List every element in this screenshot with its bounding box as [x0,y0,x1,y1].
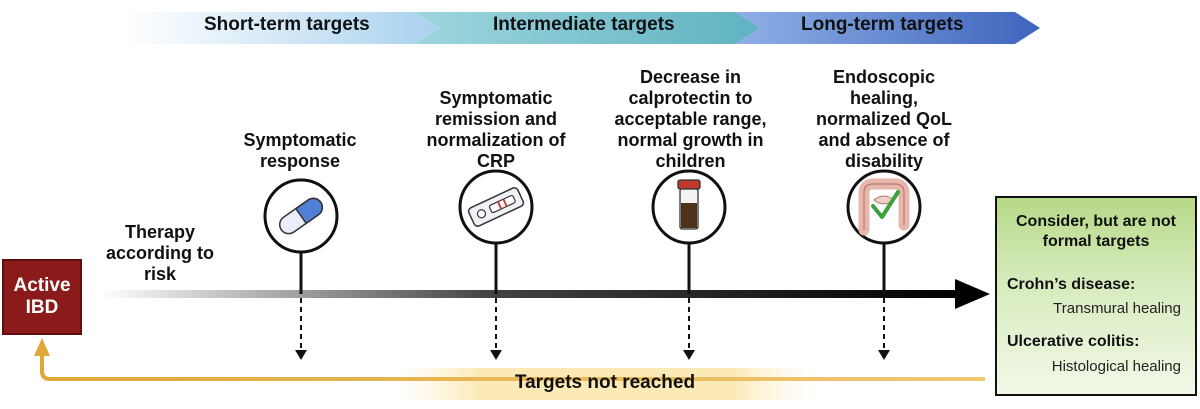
condition-crohns: Crohn’s disease: [1007,276,1136,293]
target-histological-healing: Histological healing [1051,358,1181,375]
therapy-label: Therapy according to risk [105,222,214,284]
phase-label-short-term: Short-term targets [204,14,370,35]
active-ibd-box: Active IBD [2,259,82,335]
target-label-4: Endoscopic healing, normalized QoL and a… [815,67,952,171]
phase-label-long-term: Long-term targets [801,14,964,35]
target-label-1: Symptomatic response [243,130,357,171]
capsule-icon [278,197,324,235]
timeline-line [100,290,960,298]
timeline-arrowhead [955,279,990,309]
targets-not-reached-label: Targets not reached [514,372,696,393]
target-transmural-healing: Transmural healing [1053,300,1181,317]
phase-arrow-short-term [125,12,440,44]
not-reached-highlight [395,368,815,400]
target-label-2: Symptomatic remission and normalization … [426,88,566,171]
stool-sample-jar-icon [677,179,701,230]
test-strip-icon [467,187,525,227]
feedback-arrow [40,352,985,381]
phase-arrow-intermediate [415,12,760,44]
condition-ulcerative-colitis: Ulcerative colitis: [1007,333,1140,350]
phase-label-intermediate: Intermediate targets [493,14,675,35]
feedback-arrowhead [34,338,50,356]
consider-box: Consider, but are not formal targets Cro… [995,196,1197,396]
consider-title: Consider, but are not formal targets [1015,213,1176,250]
target-label-3: Decrease in calprotectin to acceptable r… [614,67,767,171]
phase-arrow-long-term [735,12,1040,44]
active-ibd-label: Active IBD [13,275,71,318]
healthy-colon-check-icon [858,178,910,236]
